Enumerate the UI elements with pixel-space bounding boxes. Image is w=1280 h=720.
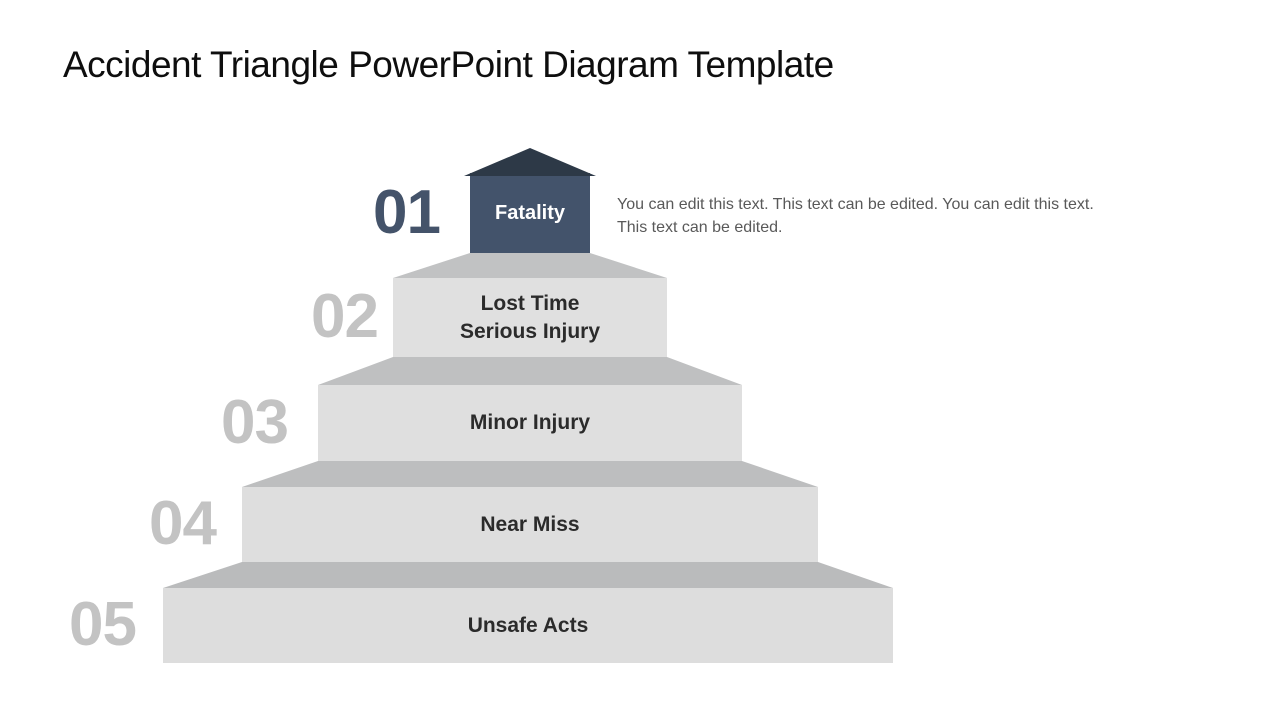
level-label-near-miss: Near Miss xyxy=(480,512,580,536)
description-text: You can edit this text. This text can be… xyxy=(617,196,1094,236)
level-label-lost-time-serious-injury: Lost Time Serious Injury xyxy=(459,291,601,343)
level-label-fatality: Fatality xyxy=(494,202,566,224)
step-top-shape-5 xyxy=(163,562,893,588)
step-top-shape-4 xyxy=(242,461,818,487)
level-label-unsafe-acts: Unsafe Acts xyxy=(467,613,589,637)
step-face-shape-5 xyxy=(163,588,893,663)
level-number-02: 02 xyxy=(311,282,379,351)
level-number-01: 01 xyxy=(373,178,441,247)
fatality-block-shape xyxy=(470,173,590,253)
level-number-05: 05 xyxy=(69,590,137,659)
level-number-04: 04 xyxy=(149,489,217,558)
fatality-roof-shape xyxy=(464,148,596,176)
level-number-03: 03 xyxy=(221,388,289,457)
step-top-shape-2 xyxy=(393,253,667,278)
step-face-shape-2 xyxy=(393,278,667,357)
step-face-shape-4 xyxy=(242,487,818,562)
level-label-minor-injury: Minor Injury xyxy=(469,411,591,434)
step-face-shape-3 xyxy=(318,385,742,461)
step-top-shape-3 xyxy=(318,357,742,385)
slide-title: Accident Triangle PowerPoint Diagram Tem… xyxy=(63,44,834,85)
